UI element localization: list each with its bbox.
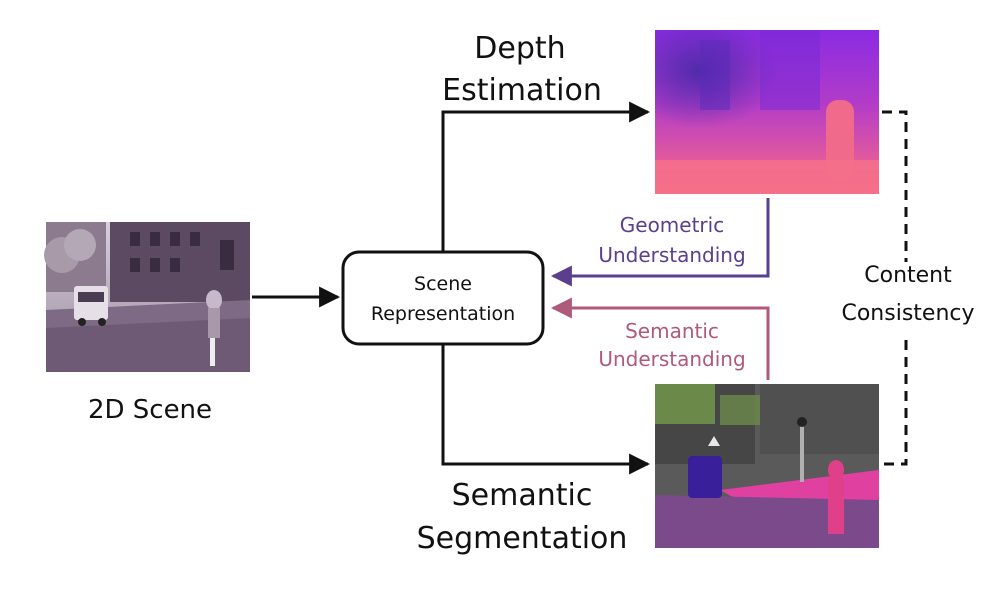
consistency-label-line1: Content (864, 263, 952, 288)
depth-branch-arrow (441, 101, 651, 252)
semantic-feedback-arrow (550, 297, 770, 380)
scene-representation-line2: Representation (371, 303, 515, 325)
segmentation-map-image (655, 384, 879, 548)
depth-map-image (655, 30, 879, 194)
depth-label-line1: Depth (474, 31, 565, 66)
consistency-dashed-top (882, 110, 908, 262)
semantic-label-line1: Semantic (625, 319, 719, 343)
consistency-label-line2: Consistency (841, 301, 974, 326)
consistency-dashed-bottom (882, 340, 908, 466)
geometric-label-line2: Understanding (598, 243, 745, 267)
segmentation-label-line1: Semantic (452, 478, 593, 513)
scene-photo (44, 222, 250, 372)
scene-label: 2D Scene (88, 395, 212, 425)
geometric-label-line1: Geometric (620, 213, 724, 237)
segmentation-label-line2: Segmentation (417, 521, 628, 556)
semantic-label-line2: Understanding (598, 347, 745, 371)
scene-representation-line1: Scene (414, 273, 472, 295)
segmentation-branch-arrow (441, 344, 651, 475)
depth-label-line2: Estimation (442, 73, 602, 108)
scene-representation-box (341, 250, 545, 346)
geometric-feedback-arrow (550, 198, 770, 287)
